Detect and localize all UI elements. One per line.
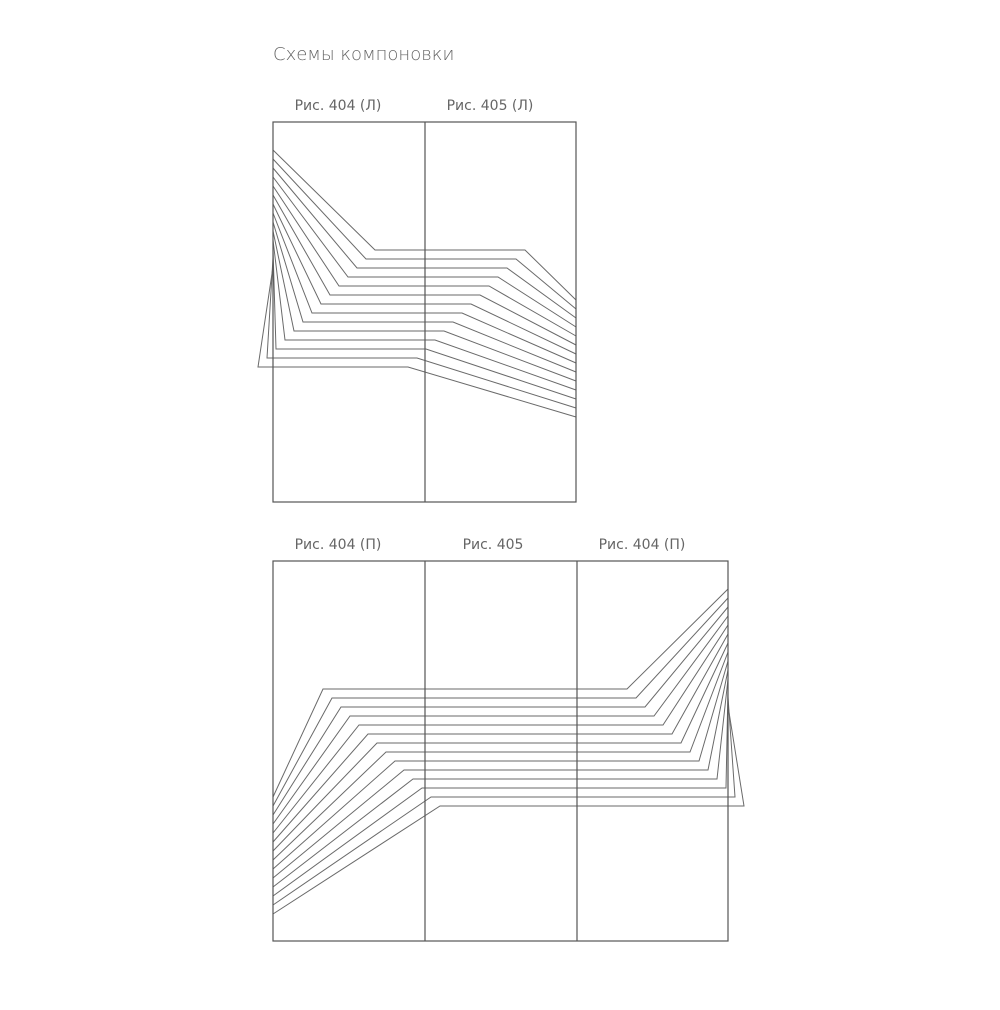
stripe-line (272, 588, 729, 798)
panel-label-405: Рис. 405 (463, 537, 524, 553)
stripe-line (272, 158, 577, 310)
stripe-line (272, 669, 729, 879)
stripe-line (272, 615, 729, 825)
stripe-line (272, 696, 736, 906)
stripe-line (272, 176, 577, 328)
panel-label-404-p-right: Рис. 404 (П) (599, 537, 686, 553)
stripe-line (272, 167, 577, 319)
stripe-line (272, 633, 729, 843)
scheme-bottom-frame (272, 560, 729, 942)
stripe-line (272, 248, 577, 400)
stripe-line (272, 194, 577, 346)
stripe-line (272, 624, 729, 834)
stripe-line (272, 651, 729, 861)
panel-label-405-l: Рис. 405 (Л) (447, 98, 534, 114)
stripe-pattern-bottom (272, 588, 745, 915)
stripe-line (272, 221, 577, 373)
stripe-pattern-top (257, 149, 577, 418)
stripe-line (272, 705, 745, 915)
stripe-line (272, 606, 729, 816)
scheme-top: Рис. 404 (Л) Рис. 405 (Л) (257, 98, 577, 503)
stripe-line (272, 597, 729, 807)
stripe-line (272, 149, 577, 301)
stripe-line (272, 185, 577, 337)
stripe-line (272, 660, 729, 870)
stripe-line (272, 678, 729, 888)
stripe-line (272, 212, 577, 364)
scheme-bottom: Рис. 404 (П) Рис. 405 Рис. 404 (П) (272, 537, 745, 942)
panel-label-404-l: Рис. 404 (Л) (295, 98, 382, 114)
stripe-line (257, 266, 577, 418)
page-title: Схемы компоновки (273, 44, 455, 65)
stripe-line (272, 642, 729, 852)
stripe-line (272, 239, 577, 391)
stripe-line (272, 687, 729, 897)
stripe-line (272, 230, 577, 382)
stripe-line (272, 203, 577, 355)
panel-label-404-p-left: Рис. 404 (П) (295, 537, 382, 553)
stripe-line (266, 257, 577, 409)
